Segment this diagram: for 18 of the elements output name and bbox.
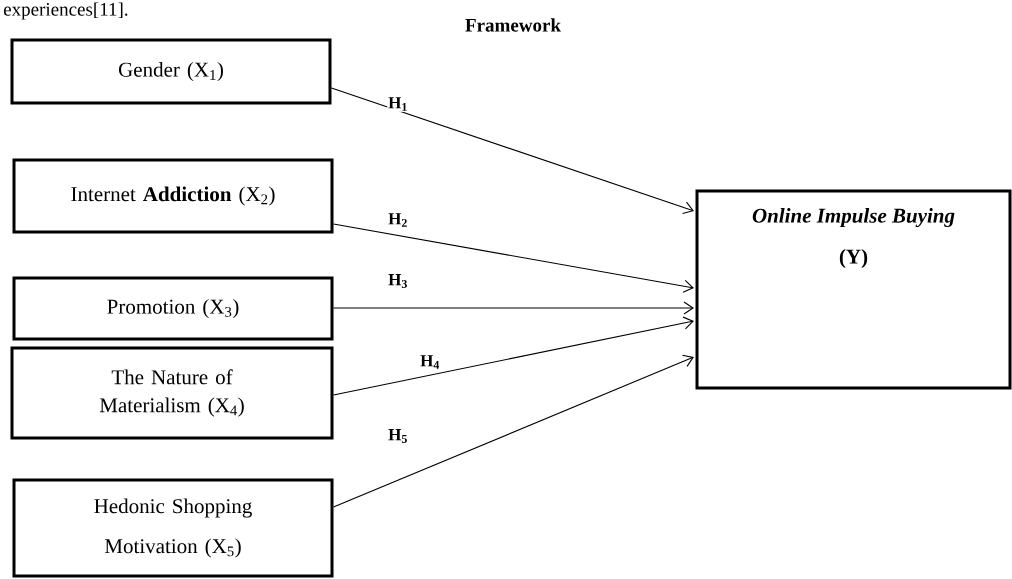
edge-label: H$_{3}$: [387, 273, 409, 289]
title: Framework: [465, 18, 561, 32]
variable-box: The Nature of Materialism (X$_{4}$): [10, 346, 334, 440]
edge-label: H$_{5}$: [387, 428, 409, 444]
body-text: experiences[11].: [3, 2, 128, 20]
edge-label: H$_{1}$: [387, 96, 409, 112]
outcome-box: Online Impulse Buying (Y): [695, 189, 1012, 390]
variable-box: Promotion (X$_{3}$): [12, 276, 334, 341]
arrow: [332, 354, 694, 508]
variable-box: Hedonic Shopping Motivation (X$_{5}$): [12, 478, 334, 578]
variable-box: Gender (X$_{1}$): [10, 38, 332, 105]
arrow: [332, 223, 694, 293]
variable-box: Internet Addiction (X$_{2}$): [12, 158, 334, 234]
edge-label: H$_{4}$: [419, 354, 441, 370]
arrow: [332, 316, 694, 396]
arrow: [330, 87, 694, 214]
edge-label: H$_{2}$: [387, 212, 409, 228]
arrow: [332, 301, 694, 315]
